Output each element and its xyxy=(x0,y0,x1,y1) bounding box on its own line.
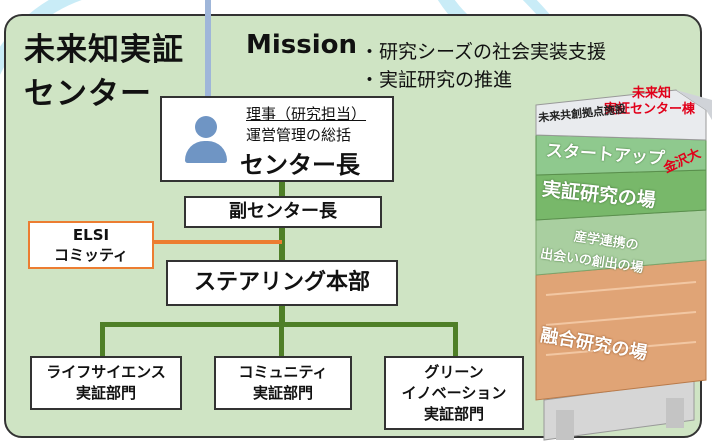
division-green-innovation: グリーン イノベーション 実証部門 xyxy=(384,356,524,430)
mission-item-1: ・研究シーズの社会実装支援 xyxy=(360,41,607,63)
division-life-science: ライフサイエンス 実証部門 xyxy=(30,356,182,410)
division-1-line1: ライフサイエンス xyxy=(46,363,166,381)
connector-deputy-steering xyxy=(279,226,285,260)
center-title-line1: 未来知実証 xyxy=(24,32,184,68)
director-duty: 運営管理の総括 xyxy=(246,126,352,144)
connector-steering-bus xyxy=(279,305,285,325)
division-3-line1: グリーン xyxy=(424,363,484,381)
division-3-line3: 実証部門 xyxy=(423,405,484,423)
person-icon-head xyxy=(195,116,217,138)
building-illustration xyxy=(535,89,712,441)
elsi-label-2: コミッティ xyxy=(53,246,129,264)
mission-heading: Mission xyxy=(246,30,358,60)
center-title-line2: センター xyxy=(24,76,152,112)
elsi-box: ELSI コミッティ xyxy=(28,221,154,269)
division-2-line2: 実証部門 xyxy=(252,384,313,402)
person-icon xyxy=(185,141,227,163)
director-role: 理事（研究担当） xyxy=(246,105,367,123)
connector-division-1 xyxy=(100,322,105,358)
building-label-center-2: 実証センター棟 xyxy=(604,102,696,117)
connector-division-2 xyxy=(279,322,284,358)
director-box xyxy=(160,96,394,182)
steering-box: ステアリング本部 xyxy=(166,260,398,306)
deputy-box: 副センター長 xyxy=(184,196,382,228)
division-2-line1: コミュニティ xyxy=(238,363,328,381)
top-connector-wire xyxy=(205,0,211,104)
director-title: センター長 xyxy=(240,151,360,179)
connector-director-deputy xyxy=(279,182,285,198)
building-label-center-1: 未来知 xyxy=(632,86,672,101)
division-community: コミュニティ 実証部門 xyxy=(214,356,352,410)
mission-item-2: ・実証研究の推進 xyxy=(360,69,513,91)
division-3-line2: イノベーション xyxy=(401,384,507,402)
connector-division-3 xyxy=(453,322,458,358)
division-1-line2: 実証部門 xyxy=(75,384,136,402)
elsi-connector xyxy=(152,240,282,244)
elsi-label-1: ELSI xyxy=(72,226,110,244)
